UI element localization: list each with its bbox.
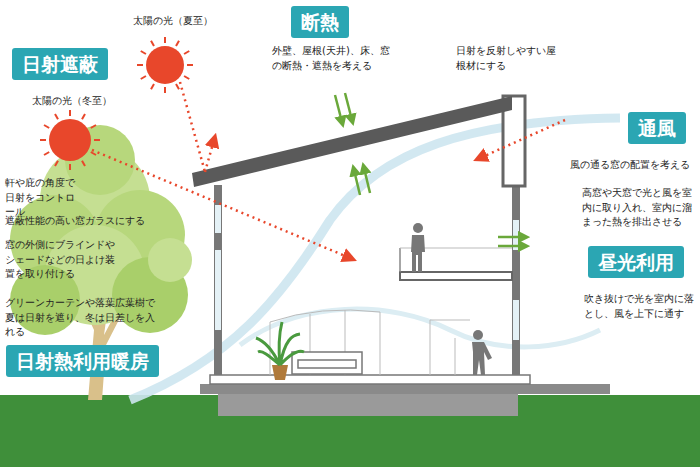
- feature-heading: 通風: [638, 115, 676, 141]
- note-text: 吹き抜けで光を室内に落とし、風を上下に通す: [584, 292, 697, 321]
- note-text: 日射を反射しやすい屋根材にする: [456, 44, 556, 73]
- skylight-sunlight: [480, 120, 565, 158]
- sun-ray: [176, 41, 179, 46]
- note-text: 軒や庇の角度で日射をコントロール: [5, 176, 79, 220]
- sun-ray: [137, 64, 143, 66]
- sun-ray: [94, 139, 100, 141]
- sun-ray: [164, 37, 166, 43]
- feature-heading-box: 昼光利用: [588, 246, 684, 278]
- sofa: [292, 352, 362, 374]
- feature-heading: 日射遮蔽: [22, 51, 98, 77]
- mezzanine: [400, 272, 512, 280]
- potted-plant: [256, 322, 304, 380]
- roof: [192, 96, 512, 187]
- feature-heading-box: 日射遮蔽: [12, 48, 108, 80]
- winter-sun: [49, 119, 91, 161]
- window: [513, 300, 519, 340]
- sun-ray: [69, 164, 71, 170]
- sun-ray: [82, 161, 85, 166]
- wind-flow: [130, 118, 620, 400]
- feature-heading: 昼光利用: [598, 249, 674, 275]
- summer-sun: [146, 46, 184, 84]
- note-text: 高窓や天窓で光と風を室内に取り入れ、室内に溜まった熱を排出させる: [582, 186, 695, 230]
- feature-heading: 断熱: [301, 9, 339, 35]
- window: [215, 250, 221, 330]
- sun-ray: [187, 64, 193, 66]
- feature-heading-box: 断熱: [291, 6, 349, 38]
- sun-ray: [91, 125, 96, 128]
- floor-slab: [200, 384, 610, 394]
- winter-sunlight: [92, 150, 350, 258]
- left-wall: [214, 185, 222, 375]
- note-text: 太陽の光（夏至）: [133, 14, 213, 29]
- sun-ray: [164, 87, 166, 93]
- right-wall: [512, 185, 520, 375]
- sun-ray: [44, 125, 49, 128]
- floor: [210, 375, 530, 384]
- person: [472, 330, 492, 375]
- reflected-light: [205, 140, 214, 172]
- note-text: 外壁、屋根(天井)、床、窓の断熱・遮熱を考える: [272, 44, 392, 73]
- sun-ray: [69, 110, 71, 116]
- feature-heading-box: 日射熱利用暖房: [6, 345, 159, 377]
- wind-flow: [240, 309, 600, 347]
- sun-ray: [40, 139, 46, 141]
- window: [215, 205, 221, 233]
- sun-ray: [82, 114, 85, 119]
- sun-ray: [151, 41, 154, 46]
- note-text: 太陽の光（冬至）: [32, 94, 112, 109]
- sun-ray: [184, 51, 189, 54]
- note-text: 風の通る窓の配置を考える: [570, 158, 690, 173]
- person: [411, 223, 425, 272]
- sun-ray: [141, 76, 146, 79]
- foundation: [218, 394, 518, 416]
- heat-arrows: [335, 93, 524, 246]
- feature-heading-box: 通風: [628, 112, 686, 144]
- interior-partitions: [270, 310, 470, 375]
- sun-ray: [91, 152, 96, 155]
- sun-ray: [184, 76, 189, 79]
- sun-ray: [141, 51, 146, 54]
- sun-ray: [151, 84, 154, 89]
- ground: [0, 395, 700, 467]
- summer-sunlight: [180, 82, 205, 172]
- feature-heading: 日射熱利用暖房: [16, 348, 149, 374]
- note-text: 窓の外側にブラインドやシェードなどの日よけ装置を取り付ける: [5, 238, 119, 282]
- note-text: 遮蔽性能の高い窓ガラスにする: [5, 214, 145, 229]
- sun-ray: [44, 152, 49, 155]
- note-text: グリーンカーテンや落葉広葉樹で夏は日射を遮り、冬は日差しを入れる: [5, 296, 159, 340]
- sun-ray: [176, 84, 179, 89]
- sun-ray: [55, 161, 58, 166]
- sun-ray: [55, 114, 58, 119]
